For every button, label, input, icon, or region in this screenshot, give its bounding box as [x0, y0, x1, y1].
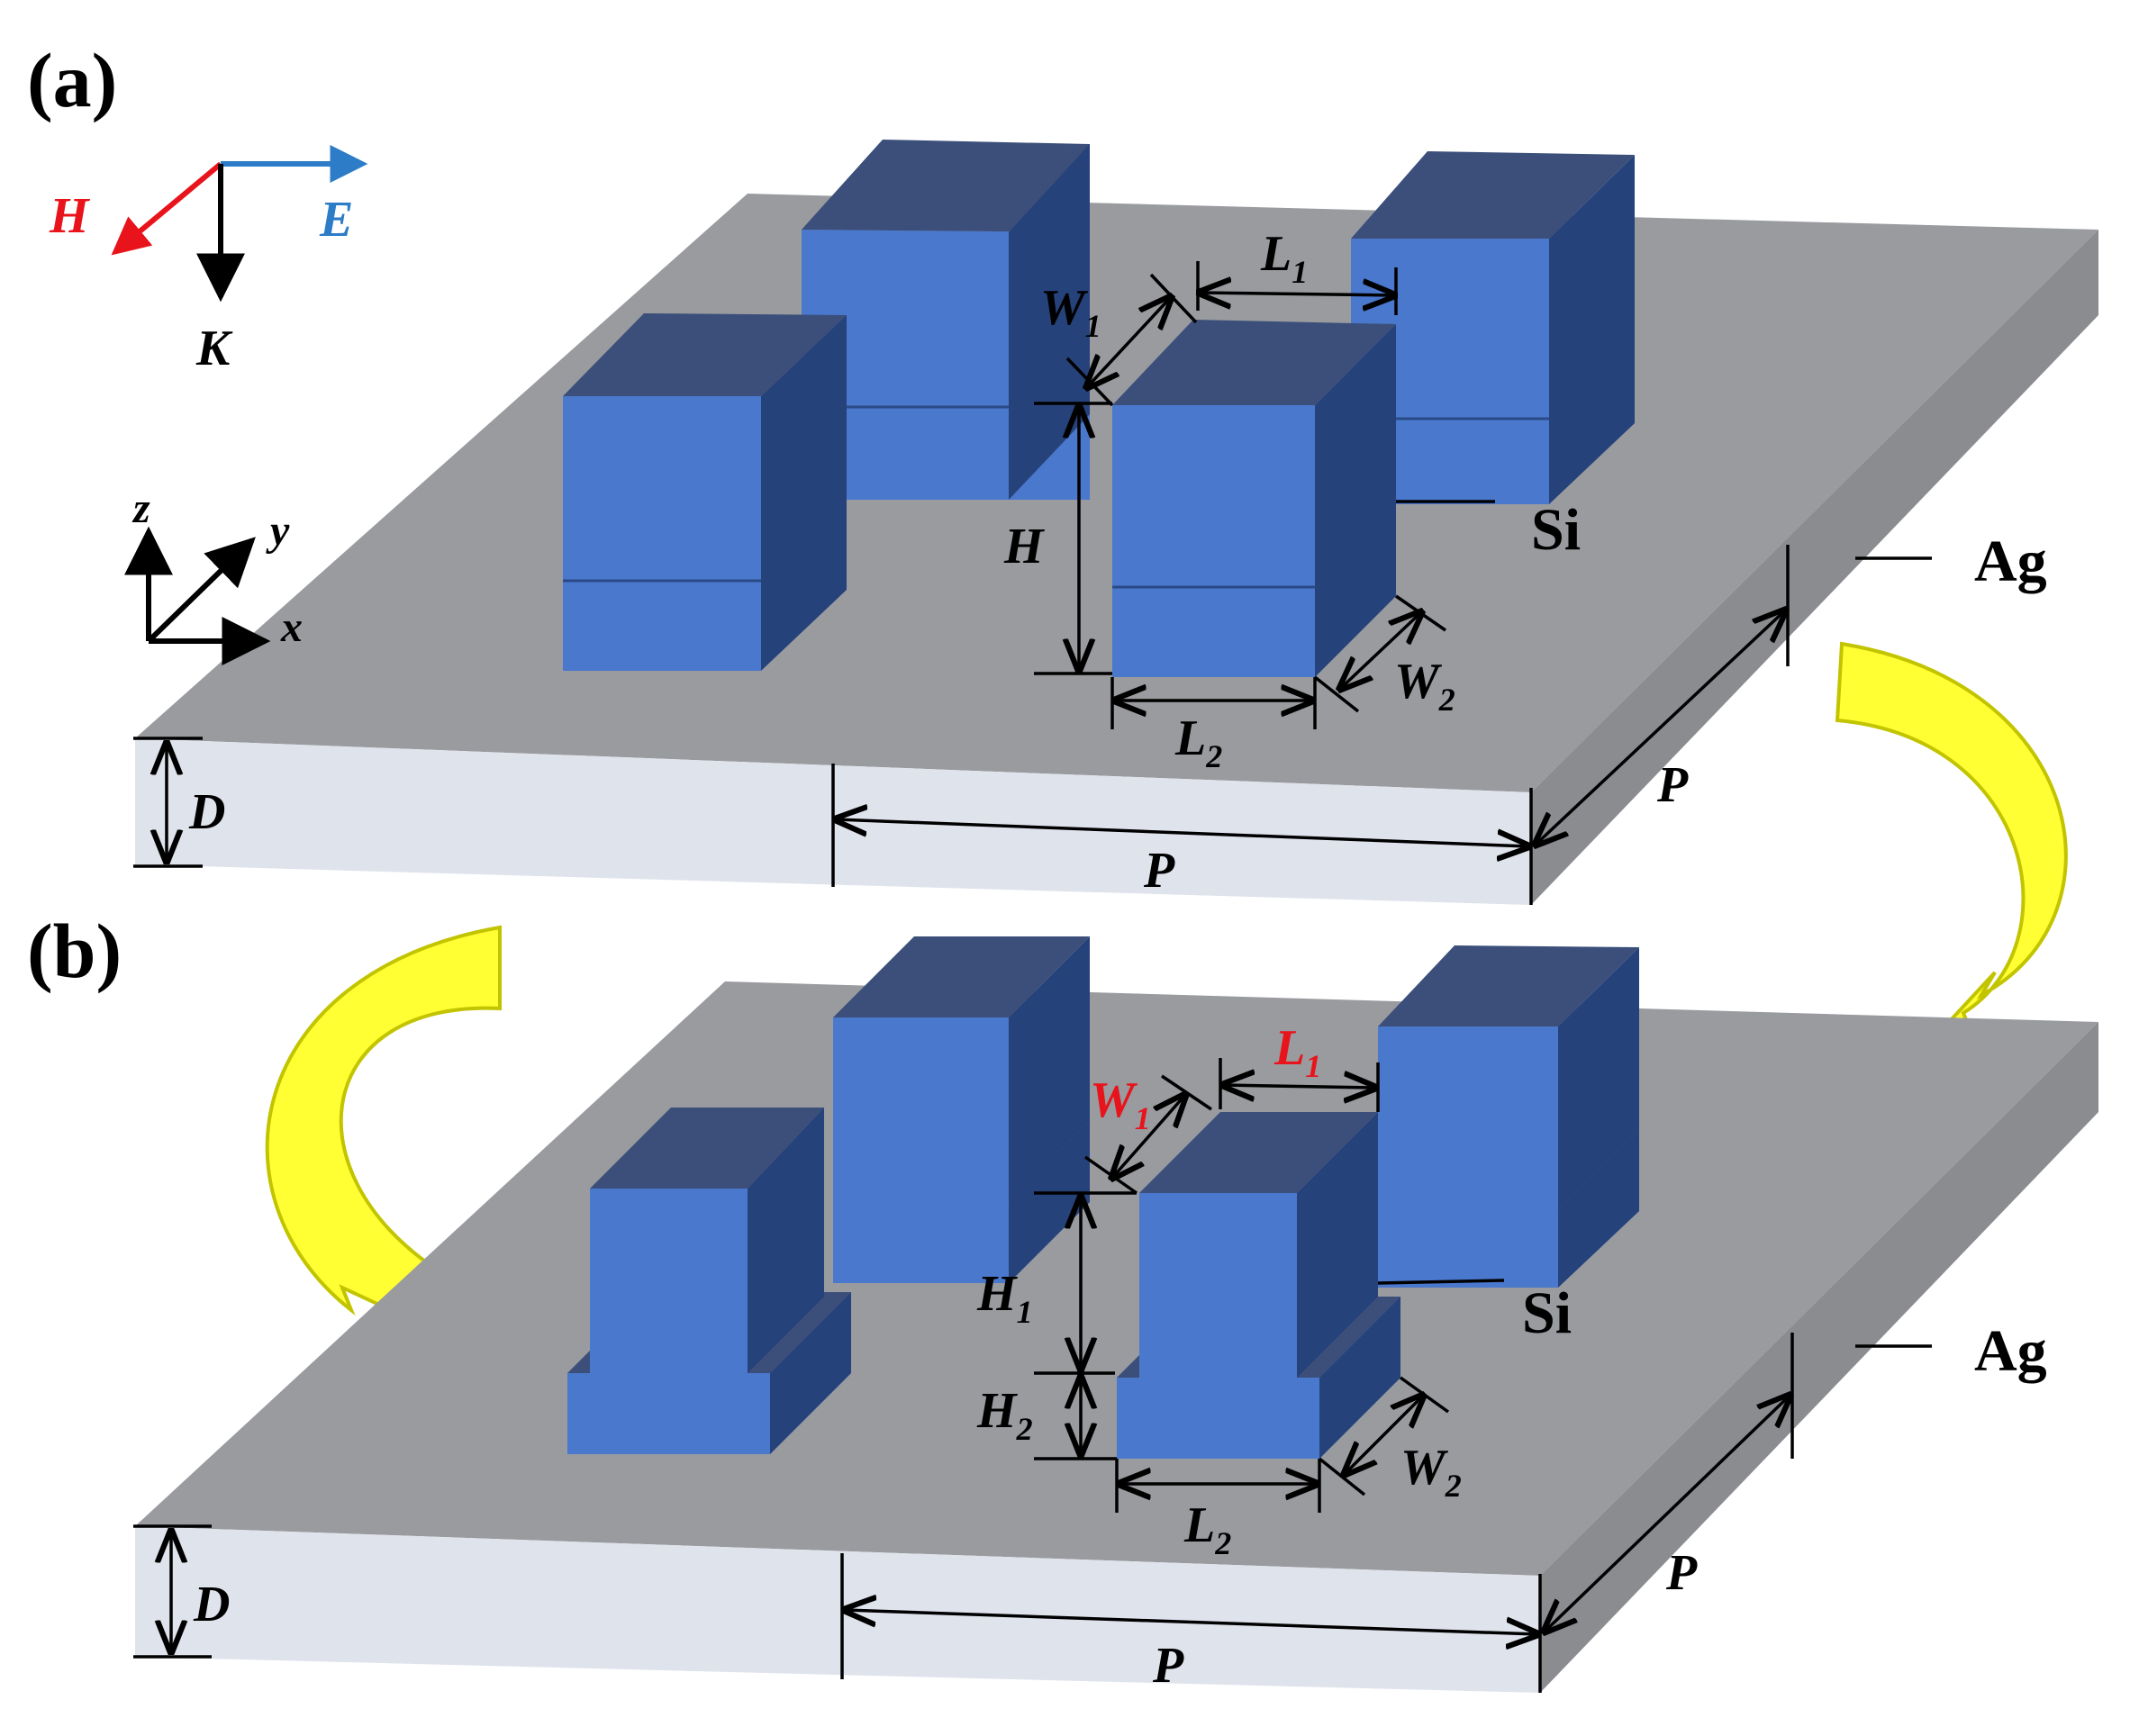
label-w1-a: W1: [1040, 280, 1101, 344]
y-axis-arrow: [146, 537, 256, 644]
e-field-label: E: [319, 192, 353, 248]
coordinate-axes: z y x: [124, 484, 303, 665]
label-w1-b: W1: [1090, 1072, 1151, 1136]
panel-a-tag: (a): [27, 37, 117, 123]
si-block-b-back-right: [1378, 945, 1639, 1288]
label-p-side-a: P: [1656, 757, 1689, 813]
si-block-a-back-right: [1351, 151, 1635, 504]
si-block-a-front-left: [563, 313, 847, 671]
label-ag-a: Ag: [1974, 529, 2047, 594]
transition-arrow-left: [265, 925, 502, 1350]
y-axis-label: y: [266, 507, 290, 555]
h-field-label: H: [49, 188, 90, 244]
h-field-arrow: [111, 161, 222, 256]
panel-a: (a): [27, 37, 2098, 905]
dimension-labels-a: W1 L1 H L2 W2 D P P Si Ag: [188, 226, 2047, 899]
label-h-a: H: [1003, 519, 1045, 574]
panel-b-tag: (b): [27, 908, 122, 994]
label-p-front-b: P: [1152, 1638, 1184, 1694]
label-d-a: D: [188, 784, 225, 840]
dimension-labels-b: W1 L1 H1 H2 L2 W2 D P P Si Ag: [193, 1020, 2047, 1694]
label-w2-b: W2: [1400, 1440, 1462, 1504]
z-axis-label: z: [131, 484, 150, 532]
field-axes: H E K: [49, 145, 368, 376]
label-l2-a: L2: [1174, 710, 1222, 774]
label-h1-b: H1: [976, 1266, 1033, 1330]
label-p-side-b: P: [1665, 1545, 1698, 1601]
label-ag-b: Ag: [1974, 1318, 2047, 1384]
label-p-front-a: P: [1143, 843, 1175, 899]
panel-b: (b): [27, 908, 2098, 1694]
si-block-b-back-left: [833, 936, 1090, 1283]
label-l1-a: L1: [1260, 226, 1308, 290]
label-l2-b: L2: [1183, 1497, 1231, 1561]
si-block-a-back-left: [802, 140, 1090, 500]
si-block-a-front-right: [1112, 320, 1396, 677]
k-vector-label: K: [195, 321, 233, 376]
label-d-b: D: [193, 1577, 230, 1632]
dimension-lines-b: [133, 1058, 1932, 1693]
x-axis-label: x: [280, 603, 303, 651]
label-si-b: Si: [1522, 1280, 1572, 1346]
label-l1-b: L1: [1273, 1020, 1321, 1084]
label-si-a: Si: [1531, 497, 1581, 563]
label-w2-a: W2: [1394, 654, 1455, 718]
label-h2-b: H2: [976, 1383, 1033, 1447]
dimension-lines-a: [133, 261, 1932, 905]
si-block-b-front-left: [567, 1108, 851, 1454]
